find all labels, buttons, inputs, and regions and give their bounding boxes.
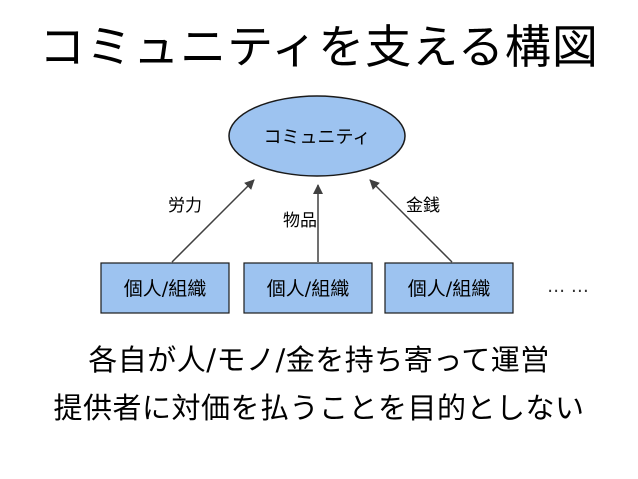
slide-title: コミュニティを支える構図	[39, 20, 599, 74]
member-box	[100, 262, 230, 314]
community-node-label: コミュニティ	[264, 127, 371, 148]
member-box-label: 個人/組織	[124, 278, 206, 300]
member-box	[384, 262, 514, 314]
caption-line-1: 各自が人/モノ/金を持ち寄って運営	[88, 343, 550, 377]
member-box-label: 個人/組織	[267, 278, 349, 300]
arrow-money	[369, 179, 453, 263]
arrow-label-money: 金銭	[406, 196, 440, 216]
member-box-label: 個人/組織	[408, 278, 490, 300]
caption-line-2: 提供者に対価を払うことを目的としない	[53, 391, 585, 425]
arrow-label-labor: 労力	[168, 196, 202, 216]
arrow-label-goods: 物品	[283, 211, 317, 231]
more-members-ellipsis: … …	[547, 276, 589, 297]
member-box	[243, 262, 373, 314]
community-node	[228, 95, 406, 177]
arrow-labor	[171, 179, 255, 263]
